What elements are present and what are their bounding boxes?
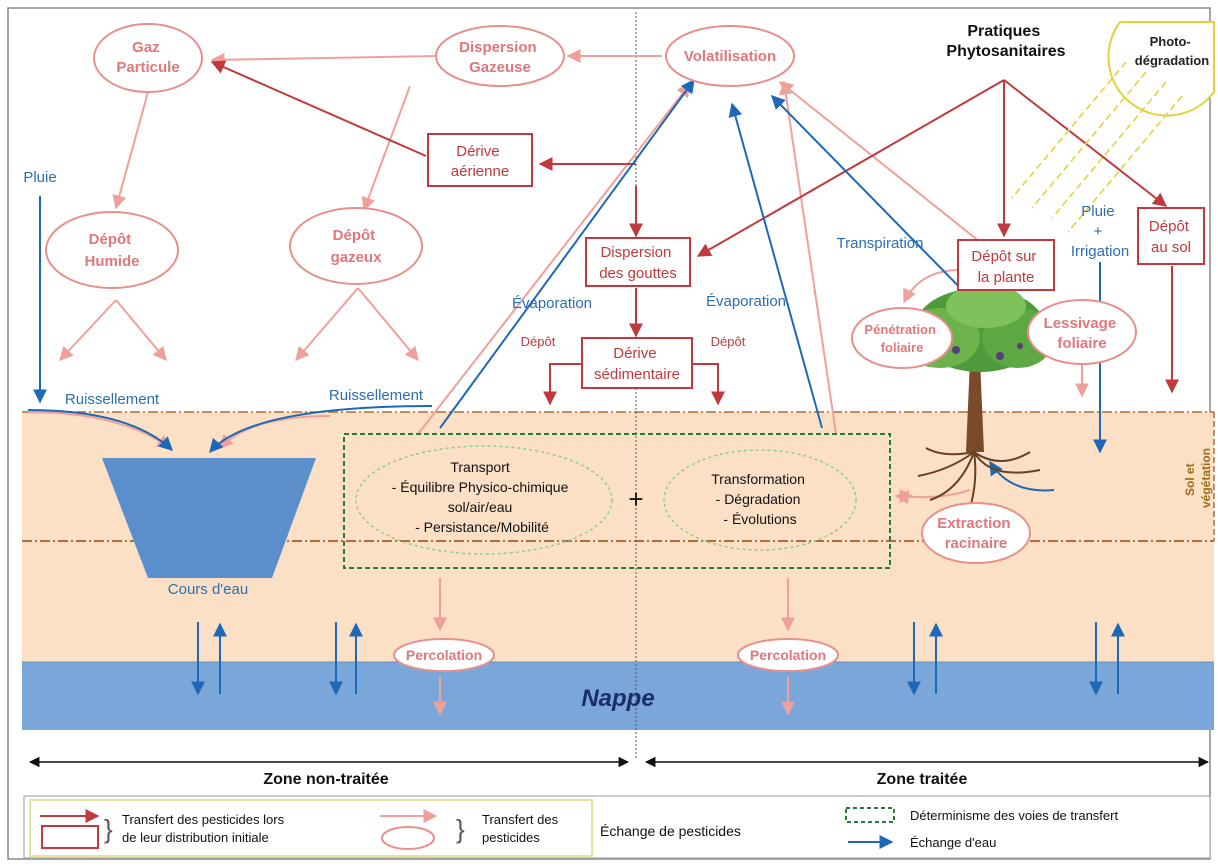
label-transpiration: Transpiration [837,235,924,252]
legend-echange-pesticides: Échange de pesticides [600,823,741,839]
ellipse-gaz-particule [93,23,203,93]
label-sol-vegetation: Sol et végétation [1183,448,1213,508]
label-evaporation-right: Évaporation [706,293,786,310]
legend-red-box [41,825,99,849]
ellipse-transport [355,445,613,555]
label-cours-eau: Cours d'eau [168,581,248,598]
label-gaz-particule: Gaz Particule [116,39,179,76]
ellipse-dispersion-gazeuse [435,25,565,87]
box-derive-aerienne [427,133,533,187]
legend-transfert-text: Transfert des pesticides [482,812,562,845]
label-ruissellement-right: Ruissellement [329,387,424,404]
box-depot-sol [1137,207,1205,265]
river-shape [102,458,316,578]
label-zone-non-traitee: Zone non-traitée [263,771,388,788]
label-dispersion-gouttes: Dispersion des gouttes [599,244,677,282]
label-pluie: Pluie [23,169,56,186]
label-depot-humide: Dépôt Humide [84,231,139,270]
ellipse-volatilisation [665,25,795,87]
label-derive-sedimentaire: Dérive sédimentaire [594,345,680,383]
ellipse-lessivage [1027,299,1137,365]
label-evaporation-left: Évaporation [512,295,592,312]
label-penetration: Pénétration foliaire [864,322,939,355]
label-derive-aerienne: Dérive aérienne [451,143,509,180]
ellipse-extraction [921,502,1031,564]
legend-brace-1: } [104,814,113,844]
legend-echange-eau: Échange d'eau [910,835,996,850]
legend-brace-2: } [456,814,465,844]
label-depot-sol: Dépôt au sol [1149,218,1193,256]
red-boxes [427,133,1205,389]
label-depot-gazeux: Dépôt gazeux [331,227,383,266]
box-depot-plante [957,239,1055,291]
label-extraction: Extraction racinaire [937,515,1015,552]
label-photo-degradation: Photo- dégradation [1135,34,1209,68]
label-ruissellement-left: Ruissellement [65,391,160,408]
label-nappe: Nappe [581,685,654,712]
label-volatilisation: Volatilisation [684,48,776,65]
label-dispersion-gazeuse: Dispersion Gazeuse [459,39,541,76]
label-percolation-left: Percolation [406,647,482,663]
label-zone-traitee: Zone traitée [877,771,968,788]
sun-rays [1011,61,1183,233]
red-arrows [210,60,1179,406]
label-depot-left: Dépôt [521,334,556,349]
sun-shape [1107,21,1215,117]
ellipse-penetration [851,307,953,369]
label-percolation-right: Percolation [750,647,826,663]
label-transformation: Transformation - Dégradation - Évolution… [711,471,809,527]
ellipse-depot-gazeux [289,207,423,285]
label-depot-plante: Dépôt sur la plante [971,248,1040,286]
blue-arrows [27,78,1125,696]
label-plus: + [628,484,643,514]
box-dispersion-gouttes [585,237,691,287]
label-depot-right: Dépôt [711,334,746,349]
ellipse-percolation-left [393,638,495,672]
label-pluie-irrigation: Pluie + Irrigation [1071,203,1129,260]
label-pratiques: Pratiques Phytosanitaires [946,23,1065,60]
ellipse-transformation [663,449,857,551]
label-transport: Transport - Équilibre Physico-chimique s… [392,459,573,535]
label-lessivage: Lessivage foliaire [1044,315,1121,352]
legend-initial-text: Transfert des pesticides lors de leur di… [122,812,288,845]
box-derive-sedimentaire [581,337,693,389]
legend-pink-ellipse [381,826,435,850]
pink-ellipses [45,23,1137,672]
ellipse-percolation-right [737,638,839,672]
ellipse-depot-humide [45,211,179,289]
pink-arrows [27,49,1089,716]
legend-determinisme: Déterminisme des voies de transfert [910,808,1118,823]
determinism-box [343,433,891,569]
legend-green-box [845,807,895,823]
legend-exchange-box [29,799,593,857]
